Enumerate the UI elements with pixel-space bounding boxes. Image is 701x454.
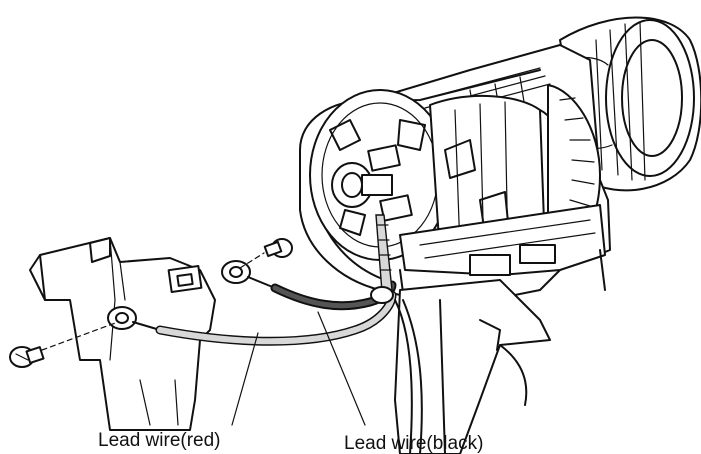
label-lead-wire-red: Lead wire(red) xyxy=(98,430,221,451)
label-lead-wire-black: Lead wire(black) xyxy=(344,433,483,454)
screw-right xyxy=(239,238,293,269)
handle-grip xyxy=(394,279,551,454)
motor-shaft xyxy=(331,162,393,208)
wire-bundle xyxy=(370,214,423,454)
lead-wire-red xyxy=(155,290,397,346)
brush-holders xyxy=(367,144,413,222)
ring-terminal-left xyxy=(107,306,161,331)
switch-unit xyxy=(29,237,216,431)
ring-terminal-right xyxy=(221,260,276,289)
handle-internal-parts xyxy=(399,204,606,331)
screw-left xyxy=(9,321,119,368)
leader-line-red xyxy=(231,332,259,426)
leader-line-black xyxy=(317,311,366,426)
